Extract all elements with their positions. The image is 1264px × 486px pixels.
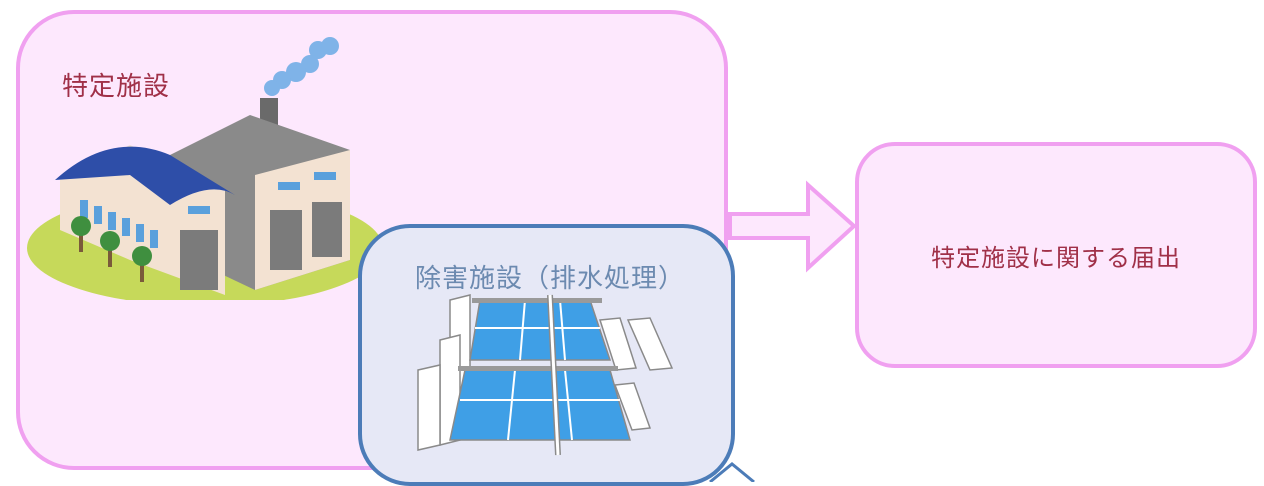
notification-label: 特定施設に関する届出	[931, 243, 1181, 272]
arrow-tip-icon	[709, 462, 755, 482]
water-treatment-icon	[417, 294, 674, 456]
specified-facility-label: 特定施設	[62, 72, 171, 102]
arrow-right-icon	[728, 180, 857, 273]
notification-box: 特定施設に関する届出	[855, 142, 1257, 368]
treatment-facility-label: 除害施設（排水処理）	[415, 264, 686, 294]
factory-icon	[27, 37, 380, 300]
